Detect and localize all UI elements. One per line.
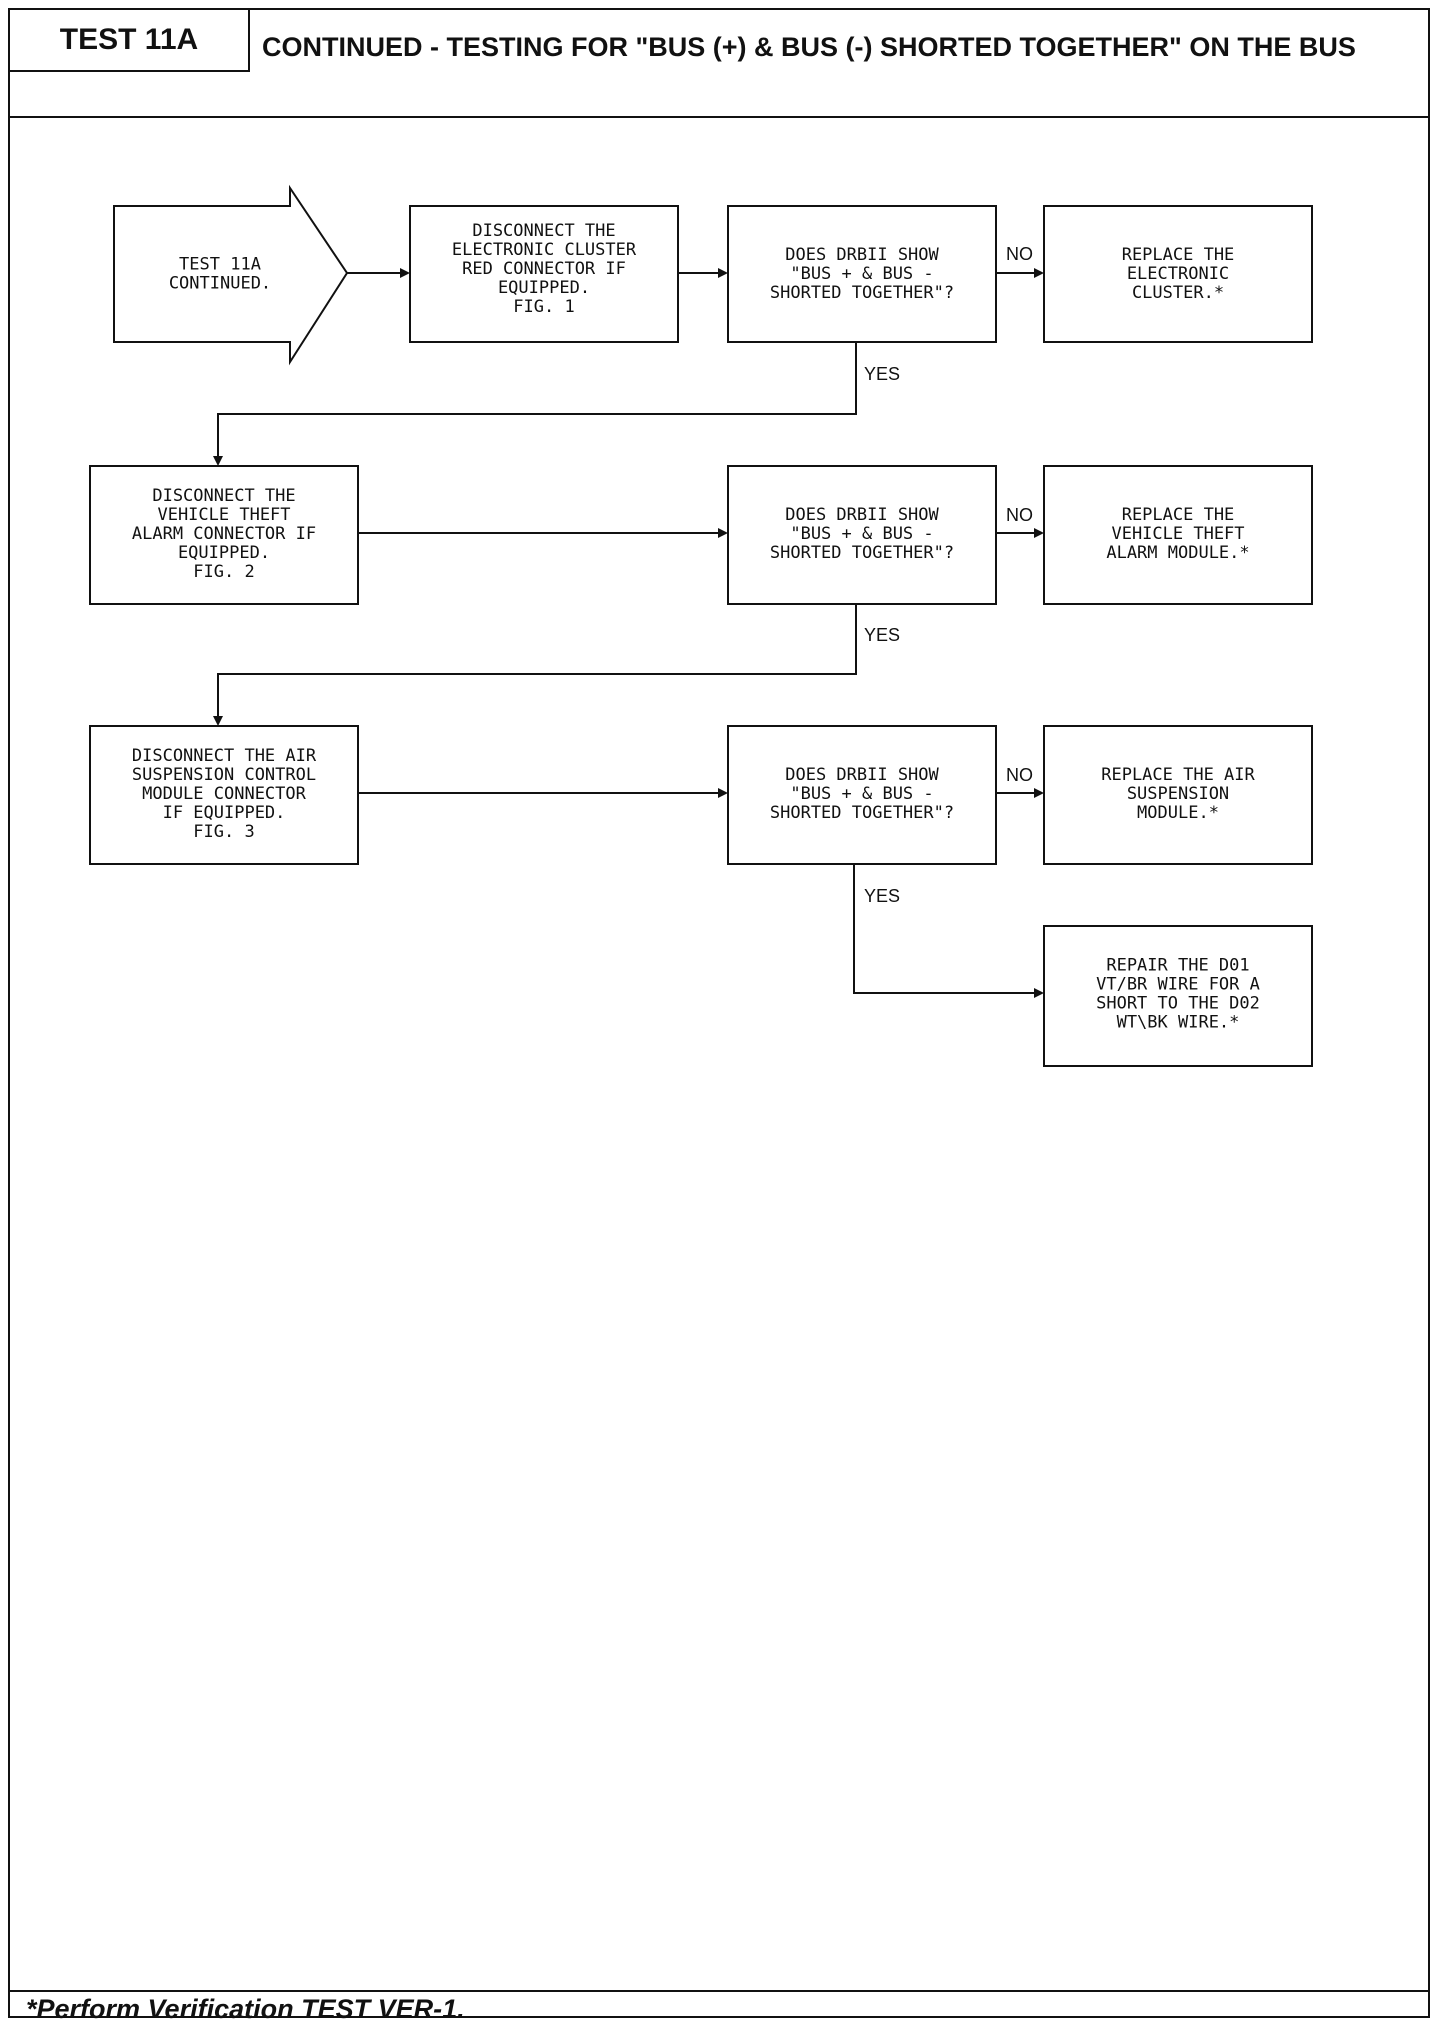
start-arrow-shape: [113, 184, 349, 366]
box-text-line: VEHICLE THEFT: [157, 505, 290, 525]
step2-box: [89, 465, 359, 605]
box-text-line: WT\BK WIRE.*: [1117, 1013, 1240, 1033]
page-title: CONTINUED - TESTING FOR "BUS (+) & BUS (…: [262, 32, 1356, 62]
box-text-line: ALARM CONNECTOR IF: [132, 524, 316, 544]
arrowhead: [718, 528, 728, 538]
box-text-line: REPAIR THE D01: [1106, 956, 1249, 976]
box-text-line: SUSPENSION CONTROL: [132, 765, 316, 785]
box-text-line: RED CONNECTOR IF: [462, 259, 626, 279]
arrowhead: [213, 716, 223, 726]
box-text-line: MODULE.*: [1137, 803, 1219, 823]
question2-text: DOES DRBII SHOW"BUS + & BUS -SHORTED TOG…: [770, 505, 954, 563]
box-text-line: IF EQUIPPED.: [163, 803, 286, 823]
box-text-line: REPLACE THE AIR: [1101, 765, 1255, 785]
box-text-line: FIG. 3: [193, 822, 254, 842]
box-text-line: CLUSTER.*: [1132, 283, 1224, 303]
yes-label: YES: [864, 364, 900, 384]
result2-box: [1043, 465, 1313, 605]
result1-box: [1043, 205, 1313, 343]
result4-box: [1043, 925, 1313, 1067]
box-text-line: EQUIPPED.: [178, 543, 270, 563]
question3-box: [727, 725, 997, 865]
connector-question1-yes: [217, 342, 857, 460]
footer-note: *Perform Verification TEST VER-1.: [26, 1994, 465, 2024]
arrowhead: [1034, 988, 1044, 998]
box-text-line: DISCONNECT THE AIR: [132, 746, 317, 766]
box-text-line: SHORTED TOGETHER"?: [770, 543, 954, 563]
box-text-line: ELECTRONIC: [1127, 264, 1229, 284]
step3-box: [89, 725, 359, 865]
no-label: NO: [1006, 505, 1033, 525]
test-id: TEST 11A: [10, 10, 250, 72]
box-text-line: REPLACE THE: [1122, 505, 1235, 525]
no-label: NO: [1006, 765, 1033, 785]
box-text-line: DISCONNECT THE: [472, 221, 615, 241]
box-text-line: SHORTED TOGETHER"?: [770, 803, 954, 823]
connector-question3-yes: [853, 864, 1038, 994]
box-text-line: VEHICLE THEFT: [1111, 524, 1244, 544]
box-text-line: DISCONNECT THE: [152, 486, 295, 506]
connector-question2-yes: [217, 604, 857, 720]
footer-divider: [10, 1990, 1428, 1992]
yes-label: YES: [864, 625, 900, 645]
box-text-line: "BUS + & BUS -: [790, 784, 933, 804]
box-text-line: VT/BR WIRE FOR A: [1096, 975, 1260, 995]
question2-box: [727, 465, 997, 605]
box-text-line: FIG. 1: [513, 297, 574, 317]
header-divider: [10, 116, 1428, 118]
box-text-line: SHORTED TOGETHER"?: [770, 283, 954, 303]
arrowhead: [1034, 788, 1044, 798]
arrowhead: [1034, 528, 1044, 538]
arrowhead: [718, 788, 728, 798]
arrowhead: [1034, 268, 1044, 278]
arrowhead: [718, 268, 728, 278]
no-label: NO: [1006, 244, 1033, 264]
box-text-line: REPLACE THE: [1122, 245, 1235, 265]
box-text-line: FIG. 2: [193, 562, 254, 582]
box-text-line: "BUS + & BUS -: [790, 524, 933, 544]
question3-text: DOES DRBII SHOW"BUS + & BUS -SHORTED TOG…: [770, 765, 954, 823]
step1-box: [409, 205, 679, 343]
result3-box: [1043, 725, 1313, 865]
question1-box: [727, 205, 997, 343]
arrowhead: [213, 456, 223, 466]
box-text-line: CONTINUED.: [169, 274, 271, 294]
box-text-line: "BUS + & BUS -: [790, 264, 933, 284]
box-text-line: DOES DRBII SHOW: [785, 505, 939, 525]
page-frame: [8, 8, 1430, 2018]
box-text-line: ALARM MODULE.*: [1106, 543, 1249, 563]
box-text-line: MODULE CONNECTOR: [142, 784, 307, 804]
box-text-line: SUSPENSION: [1127, 784, 1229, 804]
box-text-line: DOES DRBII SHOW: [785, 245, 939, 265]
yes-label: YES: [864, 886, 900, 906]
box-text-line: SHORT TO THE D02: [1096, 994, 1260, 1014]
arrowhead: [400, 268, 410, 278]
box-text-line: DOES DRBII SHOW: [785, 765, 939, 785]
box-text-line: TEST 11A: [179, 255, 261, 275]
box-text-line: ELECTRONIC CLUSTER: [452, 240, 637, 260]
question1-text: DOES DRBII SHOW"BUS + & BUS -SHORTED TOG…: [770, 245, 954, 303]
box-text-line: EQUIPPED.: [498, 278, 590, 298]
